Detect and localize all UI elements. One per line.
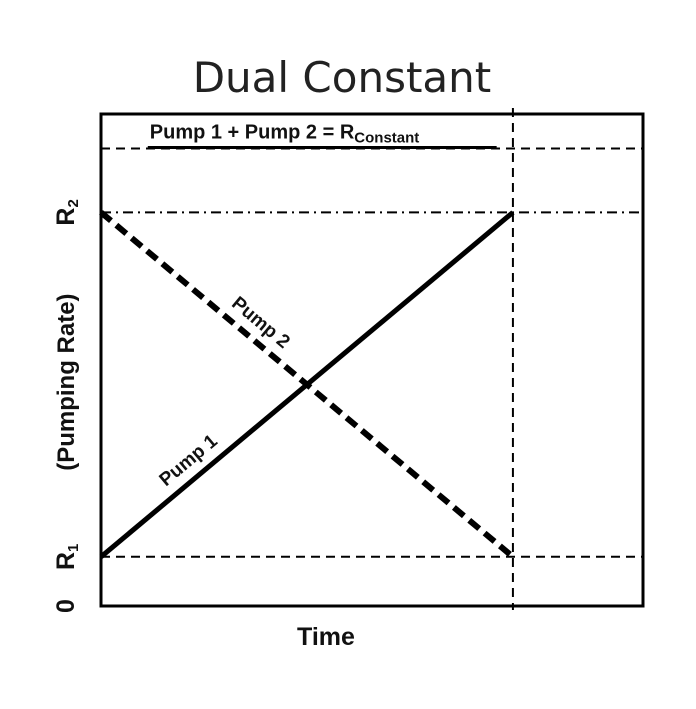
plot-area-frame	[99, 112, 645, 608]
y-tick-label-2: R2	[52, 199, 82, 225]
annotation-subscript: Constant	[354, 129, 419, 146]
chart-title: Dual Constant	[193, 53, 492, 102]
y-tick-labels: 0 R1 R2	[52, 199, 82, 613]
x-axis-label: Time	[297, 623, 355, 651]
annotation-text: Pump 1 + Pump 2 = RConstant	[150, 121, 420, 146]
annotation-main: Pump 1 + Pump 2 = R	[150, 121, 355, 143]
y-tick-label-0: 0	[52, 599, 80, 613]
reference-lines	[101, 108, 643, 610]
constant-sum-annotation: Pump 1 + Pump 2 = RConstant	[147, 121, 497, 149]
y-tick-label-1: R1	[52, 544, 82, 570]
series-line-pump-2	[99, 210, 515, 560]
y-axis-label: (Pumping Rate)	[53, 293, 80, 470]
